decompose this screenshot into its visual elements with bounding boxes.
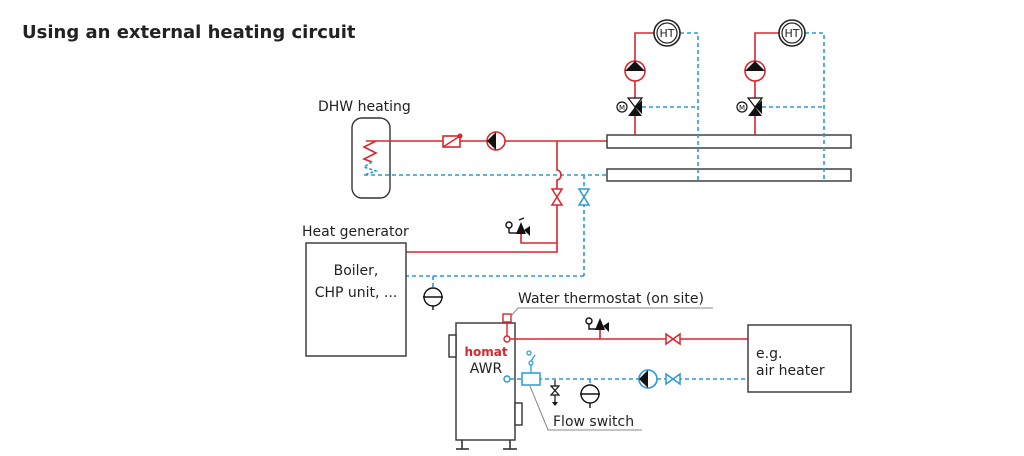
thermostat-leader-line	[510, 307, 713, 317]
svg-text:M: M	[739, 104, 745, 112]
drain-valve-icon	[549, 380, 561, 406]
heat-generator-box	[305, 242, 407, 357]
dhw-label: DHW heating	[318, 99, 411, 115]
heat-generator-label: Heat generator	[302, 224, 409, 240]
mixing-valve-icon: M	[736, 97, 764, 116]
pump-icon	[638, 369, 658, 389]
homat-logo: homat	[464, 345, 507, 359]
awr-heater: homat AWR	[448, 322, 523, 450]
dhw-tank	[351, 117, 391, 199]
manifold-return	[606, 168, 852, 182]
flow-switch-label: Flow switch	[553, 414, 634, 430]
heating-circuit-1: HT M	[616, 19, 699, 181]
manifold-supply	[606, 134, 852, 149]
heat-consumer-icon: HT	[653, 19, 681, 47]
shutoff-valve-icon	[550, 188, 564, 206]
shutoff-valve-icon	[665, 332, 681, 346]
flow-switch-leader-line	[529, 385, 642, 431]
generator-supply-line	[406, 141, 562, 253]
expansion-vessel-icon	[580, 379, 600, 408]
flow-switch-icon	[521, 350, 541, 386]
dhw-coil-supply	[362, 140, 378, 163]
awr-label: AWR	[470, 361, 503, 377]
supply-connection	[503, 335, 511, 343]
expansion-vessel-icon	[423, 276, 443, 310]
safety-group-icon	[505, 217, 557, 244]
ht-label: HT	[785, 27, 800, 40]
shutoff-valve-icon	[577, 188, 591, 206]
pump-icon	[744, 60, 766, 82]
chp-text: CHP unit, ...	[315, 285, 398, 301]
diagram-title: Using an external heating circuit	[22, 22, 356, 43]
pump-icon	[624, 60, 646, 82]
boiler-text: Boiler,	[334, 263, 379, 279]
ht-label: HT	[660, 27, 675, 40]
return-connection	[503, 375, 511, 383]
water-thermostat-icon	[502, 313, 512, 323]
air-heater-label: air heater	[756, 363, 825, 379]
svg-text:M: M	[619, 104, 625, 112]
pump-icon	[486, 131, 506, 151]
check-valve-icon	[442, 133, 463, 148]
safety-group-icon	[585, 317, 609, 339]
dhw-coil-return	[362, 161, 379, 176]
air-heater-box	[747, 324, 852, 393]
air-heater-eg: e.g.	[756, 346, 782, 362]
shutoff-valve-icon	[665, 372, 681, 386]
mixing-valve-icon: M	[616, 97, 644, 116]
heat-consumer-icon: HT	[778, 19, 806, 47]
water-thermostat-label: Water thermostat (on site)	[518, 291, 704, 307]
heating-circuit-2: HT M	[736, 19, 825, 181]
